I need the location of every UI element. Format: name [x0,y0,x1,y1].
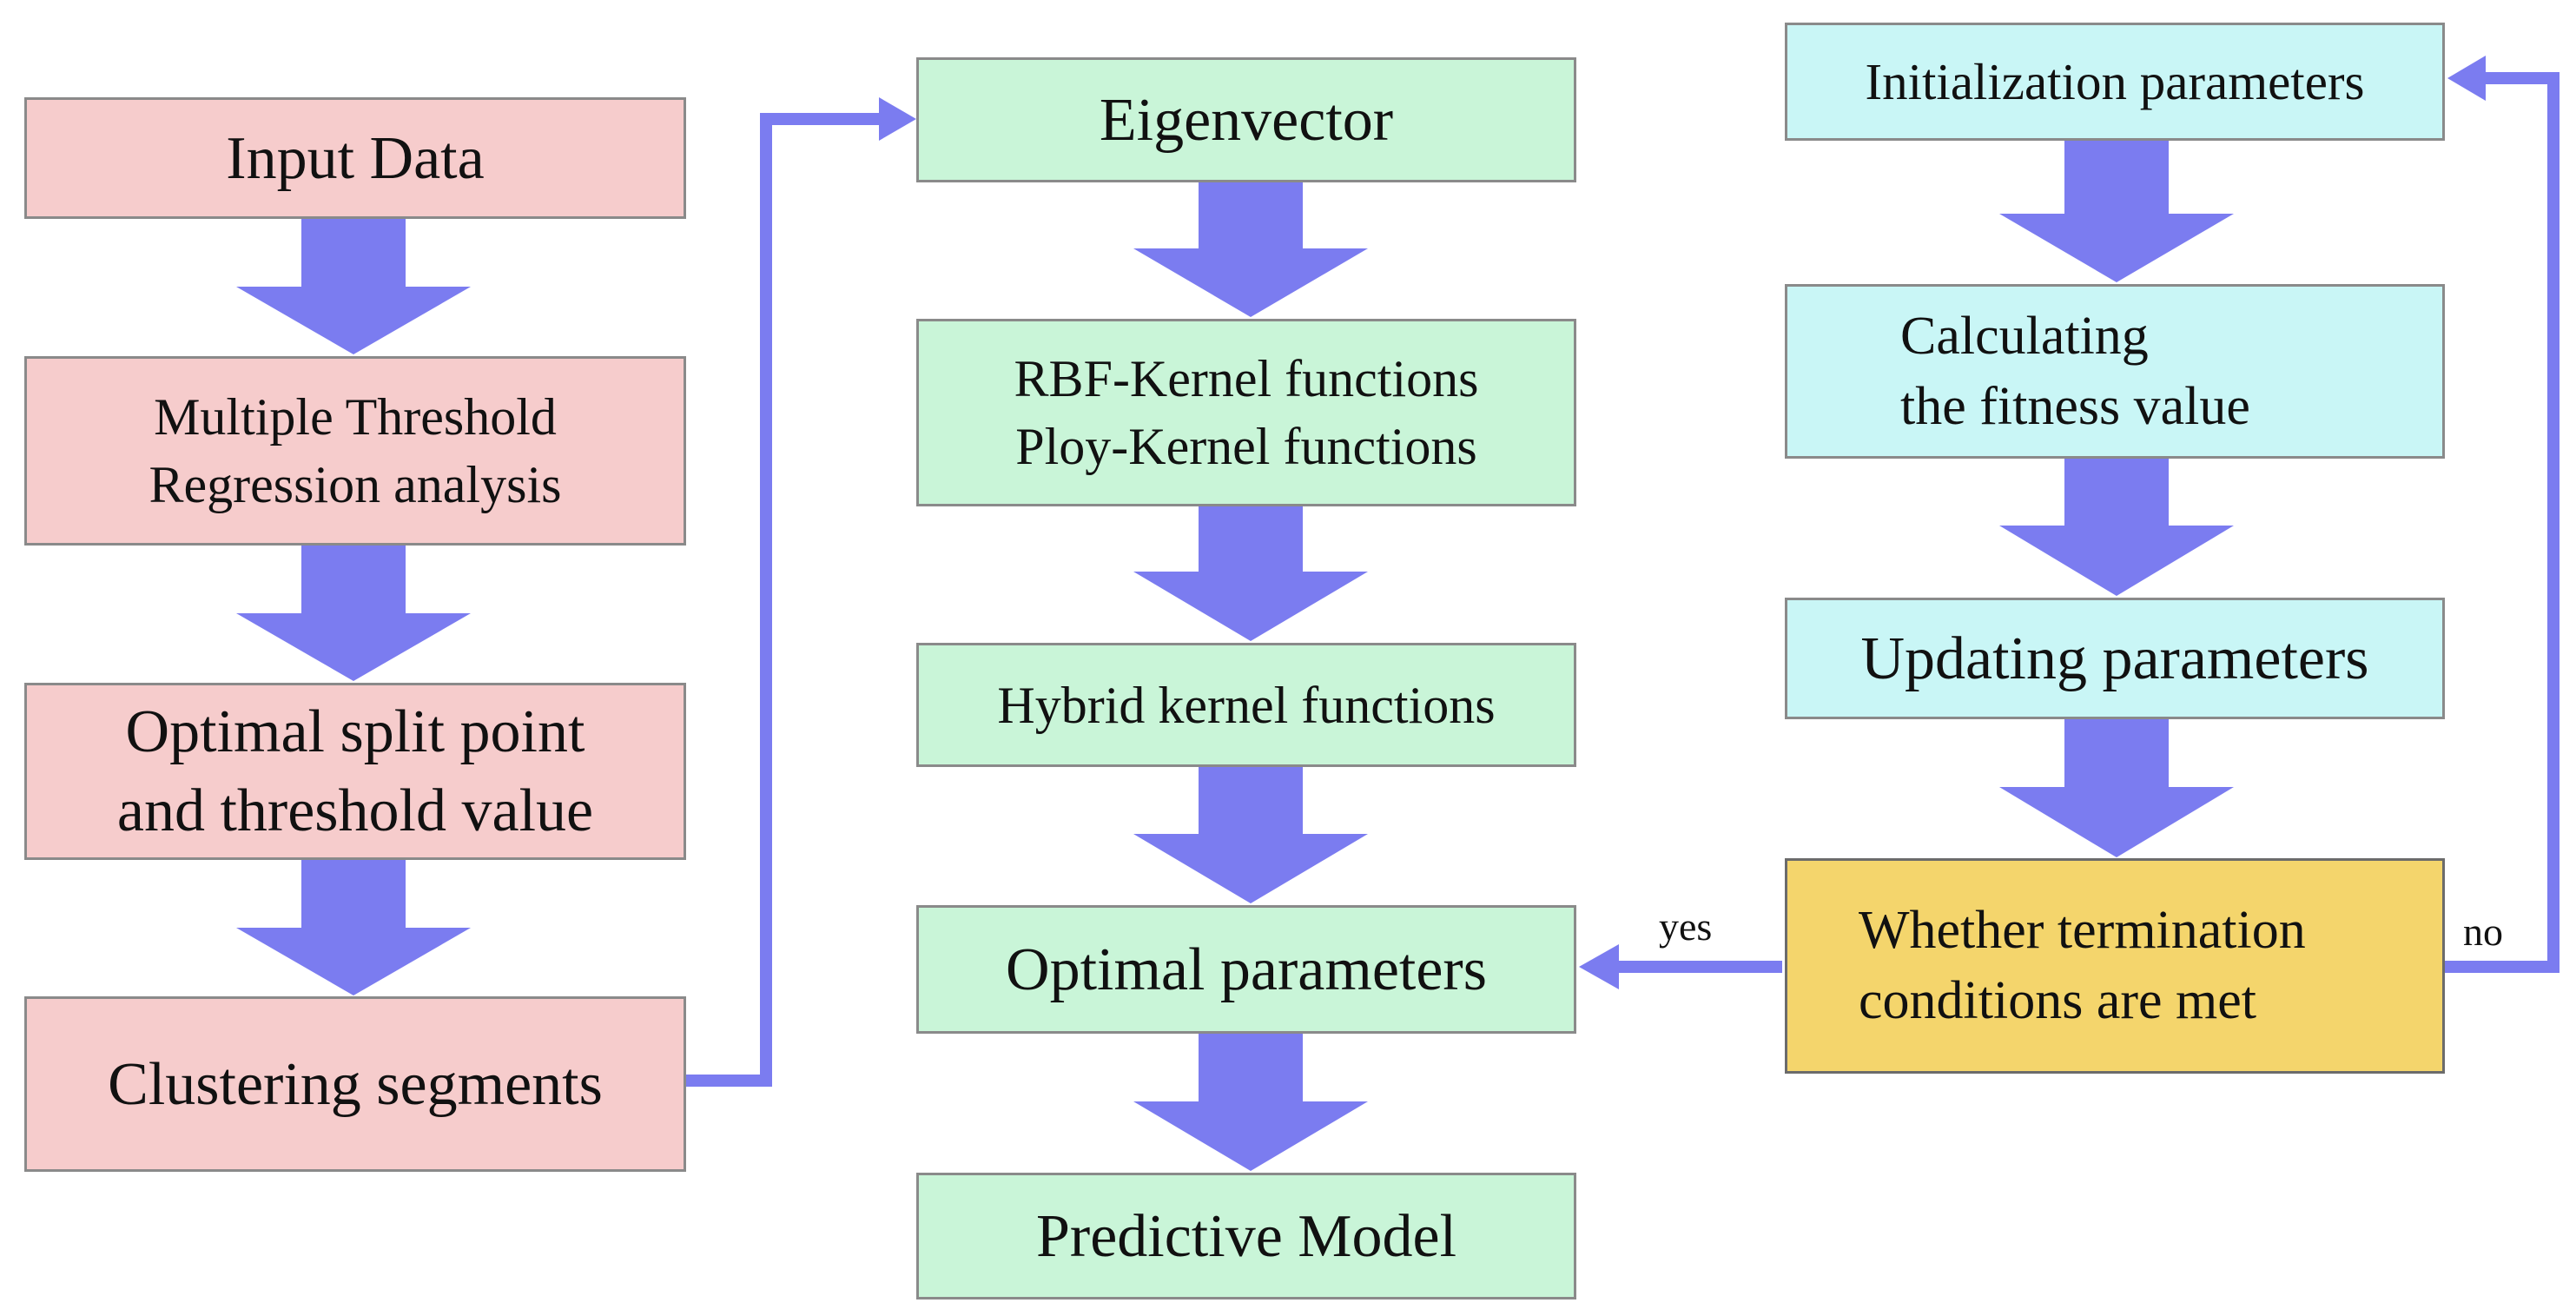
kernel-functions-box: RBF-Kernel functions Ploy-Kernel functio… [916,319,1576,506]
kernel-label-line2: Ploy-Kernel functions [1015,418,1477,475]
split-label-line1: Optimal split point [125,698,585,765]
eigenvector-box: Eigenvector [916,57,1576,182]
connector-no [2442,72,2559,973]
fitness-label-line2: the fitness value [1900,376,2250,436]
edge-label-yes: yes [1659,904,1713,949]
termination-label-line2: conditions are met [1859,971,2256,1030]
split-label-line2: and threshold value [116,777,594,844]
arrowhead-yes [1579,944,1619,989]
init-label: Initialization parameters [1865,52,2365,110]
eigenvector-label: Eigenvector [1099,86,1394,154]
predictive-label: Predictive Model [1035,1202,1457,1270]
clustering-segments-box: Clustering segments [24,996,686,1172]
kernel-label-line1: RBF-Kernel functions [1014,350,1479,407]
arrow-split-to-clustering [236,860,471,995]
arrow-updating-to-termination [1999,719,2234,857]
optimal-label: Optimal parameters [1006,936,1487,1003]
input-data-label: Input Data [226,124,485,192]
updating-label: Updating parameters [1860,625,2369,692]
termination-label-line1: Whether termination [1859,901,2306,961]
mtr-analysis-box: Multiple Threshold Regression analysis [24,356,686,546]
input-data-box: Input Data [24,97,686,219]
arrow-optimal-to-predictive [1133,1034,1368,1171]
arrowhead-eigenvector [879,97,916,141]
optimal-split-box: Optimal split point and threshold value [24,683,686,860]
arrow-fitness-to-updating [1999,459,2234,596]
initialization-box: Initialization parameters [1785,23,2445,141]
arrow-hybrid-to-optimal [1133,767,1368,903]
arrow-kernel-to-hybrid [1133,506,1368,641]
edge-label-no: no [2463,909,2503,954]
mtr-label-line2: Regression analysis [149,456,562,513]
arrow-init-to-fitness [1999,141,2234,282]
optimal-parameters-box: Optimal parameters [916,905,1576,1034]
fitness-label-line1: Calculating [1900,306,2149,366]
fitness-box: Calculating the fitness value [1785,284,2445,459]
mtr-label-line1: Multiple Threshold [154,388,557,446]
arrowhead-no [2447,56,2486,101]
hybrid-kernel-box: Hybrid kernel functions [916,643,1576,767]
termination-box: Whether termination conditions are met [1785,858,2445,1074]
hybrid-label: Hybrid kernel functions [997,676,1496,734]
clustering-label: Clustering segments [108,1050,603,1118]
predictive-model-box: Predictive Model [916,1173,1576,1299]
connector-clustering-to-eigenvector [686,113,886,1087]
arrow-mtr-to-split [236,546,471,681]
arrow-input-to-mtr [236,219,471,354]
arrow-eigen-to-kernel [1133,182,1368,317]
updating-box: Updating parameters [1785,598,2445,719]
